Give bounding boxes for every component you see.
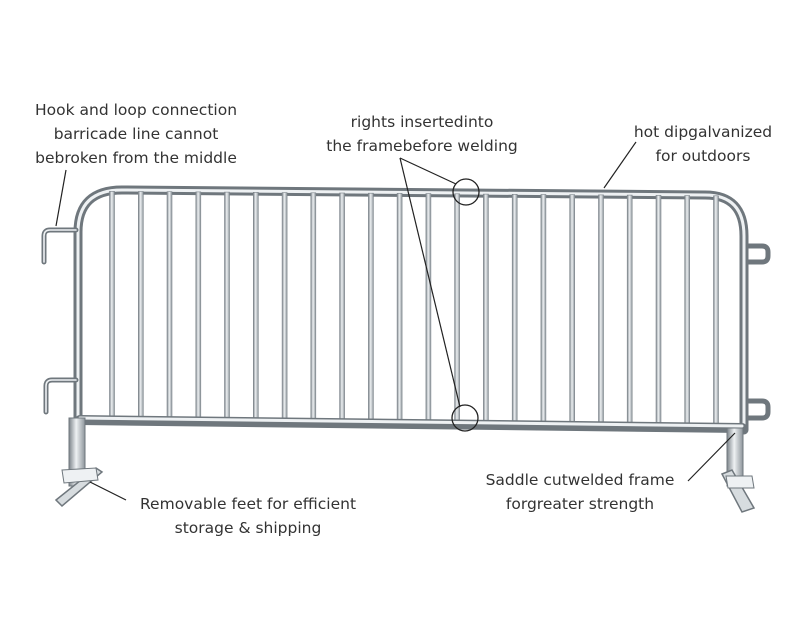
right-loop-bottom: [746, 398, 771, 421]
vertical-bar: [540, 194, 547, 426]
annotation-saddle-line-1: Saddle cutwelded frame: [485, 471, 675, 489]
vertical-bar: [569, 194, 576, 427]
vertical-bar: [195, 191, 202, 422]
right-loop-top: [746, 243, 771, 265]
vertical-bar: [598, 194, 604, 427]
leader-lines: [55, 141, 736, 501]
vertical-bar: [684, 195, 691, 428]
annotation-saddle-line-2: forgreater strength: [505, 495, 655, 513]
leader-galvanized: [603, 141, 637, 189]
vertical-bar: [109, 191, 115, 421]
right-foot-plate: [725, 475, 755, 489]
annotation-saddle-cut: Saddle cutwelded frame forgreater streng…: [466, 468, 694, 516]
weld-circle-bottom: [451, 404, 479, 432]
frame-outline: [73, 185, 749, 435]
weld-circle-top: [452, 178, 480, 206]
leader-feet: [89, 481, 127, 501]
annotation-galvanized-line-2: for outdoors: [655, 147, 751, 165]
annotation-removable-feet: Removable feet for efficient storage & s…: [122, 492, 374, 540]
bottom-rail: [75, 415, 747, 433]
vertical-bar: [396, 193, 403, 425]
vertical-bar: [224, 191, 230, 423]
annotation-hook-line-2: barricade line cannot: [53, 125, 219, 143]
annotation-hook-line-1: Hook and loop connection: [34, 101, 238, 119]
bottom-rail-highlight: [78, 416, 744, 428]
vertical-bar: [511, 194, 518, 426]
vertical-bar: [166, 191, 173, 422]
leader-rights-top: [399, 157, 457, 185]
annotation-rights-line-2: the framebefore welding: [326, 137, 518, 155]
leader-rights-bottom: [399, 157, 461, 408]
left-hook-bottom: [43, 377, 79, 415]
vertical-bar: [425, 193, 432, 425]
vertical-bar: [339, 192, 345, 424]
annotation-galvanized-line-1: hot dipgalvanized: [633, 123, 773, 141]
vertical-bar: [253, 192, 259, 423]
left-foot-plate: [61, 467, 99, 484]
leader-saddle: [687, 432, 736, 482]
left-hook-bottom-highlight: [45, 379, 77, 413]
vertical-bar: [281, 192, 288, 423]
annotation-rights-line-1: rights insertedinto: [350, 113, 494, 131]
vertical-bar: [713, 195, 719, 428]
annotation-rights-inserted: rights insertedinto the framebefore weld…: [296, 110, 548, 158]
annotation-feet-line-2: storage & shipping: [174, 519, 322, 537]
vertical-bar: [626, 194, 633, 427]
vertical-bar: [368, 192, 374, 424]
frame-highlight: [76, 188, 746, 432]
leader-hook: [55, 169, 67, 227]
vertical-bar: [310, 192, 317, 424]
vertical-bar: [655, 195, 662, 428]
annotation-hook-line-3: bebroken from the middle: [35, 149, 237, 167]
vertical-bar: [483, 193, 489, 426]
annotation-hot-dip-galvanized: hot dipgalvanized for outdoors: [614, 120, 792, 168]
annotation-feet-line-1: Removable feet for efficient: [139, 495, 357, 513]
vertical-bars: [109, 191, 719, 428]
left-hook-top-highlight: [43, 229, 77, 263]
vertical-bar: [138, 191, 144, 422]
left-hook-top: [41, 227, 79, 265]
annotation-hook-connection: Hook and loop connection barricade line …: [8, 98, 264, 170]
